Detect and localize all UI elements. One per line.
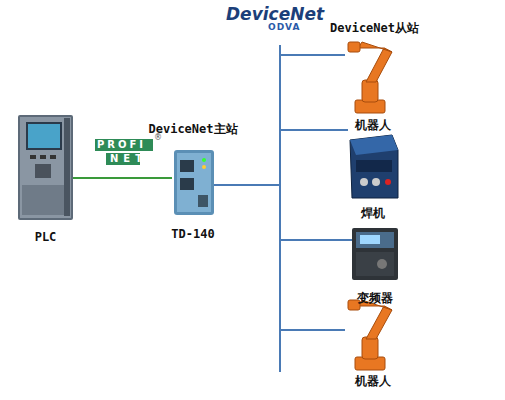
logo-text: ODVA [268, 22, 300, 32]
robot-slave: 机器人 [345, 302, 400, 370]
logo-block [95, 139, 153, 151]
logo-text: PROFI [97, 139, 146, 150]
plc-device: PLC [18, 115, 73, 220]
gateway-illustration [174, 150, 214, 215]
devicenet-link [214, 185, 345, 330]
node-label: 机器人 [355, 373, 391, 390]
welder-illustration [350, 135, 398, 198]
robot-slave: 机器人 [345, 38, 400, 113]
inverter-illustration [352, 228, 398, 280]
plc-illustration [18, 115, 73, 220]
devicenet-link [214, 185, 352, 240]
trademark-mark: ® [154, 133, 162, 142]
node-label: 变频器 [357, 290, 393, 307]
bus-line [279, 325, 281, 372]
inverter-slave: 变频器 [352, 228, 398, 280]
node-label: TD-140 [171, 227, 214, 241]
slave-heading: DeviceNet从站 [330, 20, 419, 37]
logo-text: DeviceNet [226, 4, 324, 24]
robot-illustration [348, 300, 392, 370]
gateway-master: DeviceNet主站TD-140 [172, 150, 214, 215]
logo-text: NET [110, 153, 147, 164]
devicenet-link [214, 130, 348, 185]
node-label: PLC [35, 230, 57, 244]
welder-slave: 焊机 [348, 125, 398, 200]
node-label: 机器人 [355, 117, 391, 134]
robot-illustration [348, 42, 392, 113]
profinet-link [73, 178, 172, 179]
node-label: 焊机 [361, 205, 385, 222]
